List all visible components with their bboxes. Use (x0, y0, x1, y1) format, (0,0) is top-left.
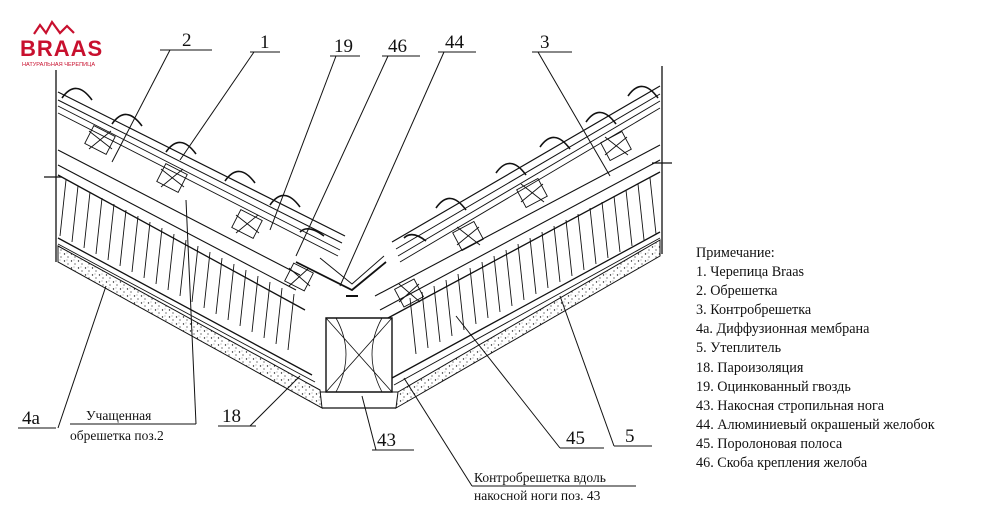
aluminium-gutter (295, 261, 387, 292)
right-tile-humps (403, 85, 659, 242)
callout-labels: 2 1 19 46 44 3 4a 18 43 45 5 (22, 30, 635, 451)
legend: Примечание: 1. Черепица Braas 2. Обрешет… (696, 244, 996, 473)
callout-46: 46 (388, 36, 407, 57)
left-battens (84, 125, 314, 292)
logo-wordmark: BRAAS (20, 36, 103, 61)
leader-lines (18, 49, 652, 487)
callout-5: 5 (625, 426, 635, 447)
callout-1: 1 (260, 32, 270, 53)
right-insulation-cells (409, 177, 657, 355)
annotations: Учащенная обрешетка поз.2 Контробрешетка… (70, 408, 606, 503)
legend-list: 1. Черепица Braas 2. Обрешетка 3. Контро… (696, 263, 996, 473)
legend-item: 5. Утеплитель (696, 340, 782, 357)
counter-batten-note-line2: накосной ноги поз. 43 (474, 488, 601, 503)
callout-4a: 4a (22, 408, 41, 429)
counter-batten-note-line1: Контробрешетка вдоль (474, 470, 606, 485)
logo-tagline: НАТУРАЛЬНАЯ ЧЕРЕПИЦА (22, 62, 95, 68)
callout-19: 19 (334, 36, 353, 57)
callout-43: 43 (377, 430, 396, 451)
left-insulation-cells (59, 179, 295, 351)
left-slope (57, 87, 346, 409)
legend-item: 45. Поролоновая полоса (696, 435, 843, 452)
callout-2: 2 (182, 30, 192, 51)
valley-centre (295, 255, 398, 409)
legend-item: 1. Черепица Braas (696, 264, 805, 281)
legend-title: Примечание: (696, 245, 775, 261)
right-tile-layer (391, 85, 661, 243)
roof-mark-icon (33, 19, 75, 36)
callout-18: 18 (222, 406, 241, 427)
left-tile-humps (61, 87, 325, 237)
right-battens (393, 130, 632, 308)
braas-logo: BRAAS НАТУРАЛЬНАЯ ЧЕРЕПИЦА (20, 19, 103, 68)
batten-note-line1: Учащенная (86, 408, 151, 423)
right-slope (374, 85, 661, 409)
legend-item: 44. Алюминиевый окрашеный желобок (696, 416, 935, 433)
legend-item: 19. Оцинкованный гвоздь (696, 378, 851, 395)
legend-item: 18. Пароизоляция (696, 359, 804, 376)
cut-edges (44, 66, 672, 262)
legend-item: 46. Скоба крепления желоба (696, 455, 868, 472)
batten-note-line2: обрешетка поз.2 (70, 428, 164, 443)
callout-45: 45 (566, 428, 585, 449)
legend-item: 2. Обрешетка (696, 283, 778, 300)
legend-item: 3. Контробрешетка (696, 302, 812, 319)
callout-3: 3 (540, 32, 550, 53)
legend-item: 4а. Диффузионная мембрана (696, 321, 870, 338)
legend-item: 43. Накосная стропильная нога (696, 397, 885, 414)
left-tile-layer (57, 91, 346, 237)
callout-44: 44 (445, 32, 465, 53)
